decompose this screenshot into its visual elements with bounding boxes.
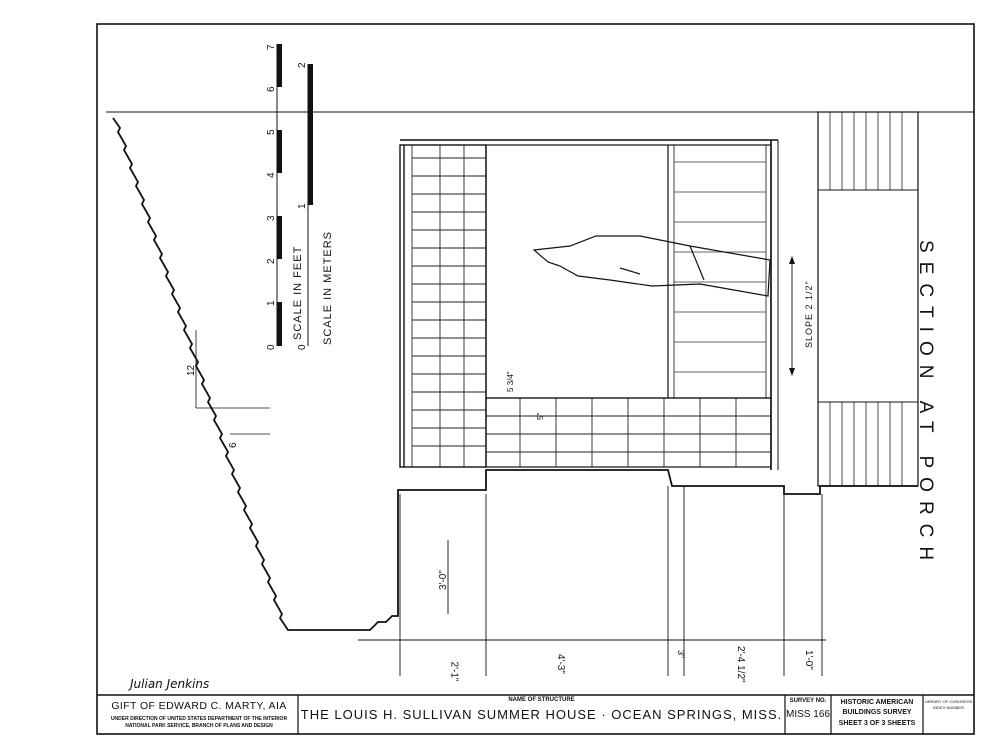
survey-number: MISS 166	[786, 709, 830, 720]
scale-bar-meters	[307, 64, 313, 346]
dim-small-2: 5"	[536, 412, 545, 420]
slope-rise-label: 12	[186, 364, 197, 376]
bottom-dim-5: 1'-0"	[803, 650, 814, 670]
section-title: SECTION AT PORCH	[915, 240, 936, 570]
shingle-wall	[399, 144, 487, 468]
bottom-dim-3: 3"	[676, 650, 686, 659]
dim-small-1: 5 3/4"	[506, 371, 515, 392]
survey-org-line-2: BUILDINGS SURVEY	[842, 709, 912, 716]
human-figure-sketch	[532, 235, 771, 297]
under-direction-line-2: NATIONAL PARK SERVICE, BRANCH OF PLANS A…	[125, 723, 273, 729]
structure-name: THE LOUIS H. SULLIVAN SUMMER HOUSE · OCE…	[300, 707, 783, 722]
feet-tick-2: 2	[266, 258, 277, 264]
slope-run-label: 6	[228, 442, 239, 448]
sheet-number: SHEET 3 OF 3 SHEETS	[838, 720, 916, 727]
bottom-dim-1: 2'-1"	[448, 661, 460, 682]
library-label-1: LIBRARY OF CONGRESS	[924, 699, 973, 704]
feet-tick-0: 0	[266, 344, 277, 350]
bottom-dim-2: 4'-3"	[555, 654, 566, 674]
feet-tick-1: 1	[266, 300, 277, 306]
feet-tick-4: 4	[266, 172, 277, 178]
scale-bar-feet	[276, 44, 282, 346]
survey-org-line-1: HISTORIC AMERICAN	[840, 699, 914, 706]
signature: Julian Jenkins	[130, 677, 210, 691]
feet-tick-6: 6	[266, 86, 277, 92]
sheet-border	[96, 23, 975, 735]
under-direction-line-1: UNDER DIRECTION OF UNITED STATES DEPARTM…	[110, 716, 288, 722]
meter-tick-0: 0	[297, 344, 308, 350]
porch-ceiling-boards	[667, 145, 767, 398]
scale-meters-label: SCALE IN METERS	[322, 230, 334, 345]
meter-tick-1: 1	[297, 203, 308, 209]
bottom-dim-4: 2'-4 1/2"	[735, 646, 746, 683]
structure-label: NAME OF STRUCTURE	[508, 697, 575, 703]
feet-tick-7: 7	[266, 44, 277, 50]
library-label-2: INDEX NUMBER	[933, 705, 964, 710]
shingle-rail	[485, 397, 772, 468]
porch-column	[817, 111, 919, 487]
feet-tick-3: 3	[266, 215, 277, 221]
roof-slope-profile	[112, 117, 420, 631]
donor-credit: GIFT OF EDWARD C. MARTY, AIA	[111, 700, 287, 712]
dim-height: 3'-0"	[438, 570, 449, 590]
slope-note: SLOPE 2 1/2"	[804, 280, 814, 348]
survey-label: SURVEY NO.	[789, 698, 827, 704]
feet-tick-5: 5	[266, 129, 277, 135]
meter-tick-2: 2	[297, 62, 308, 68]
scale-feet-label: SCALE IN FEET	[292, 245, 304, 340]
